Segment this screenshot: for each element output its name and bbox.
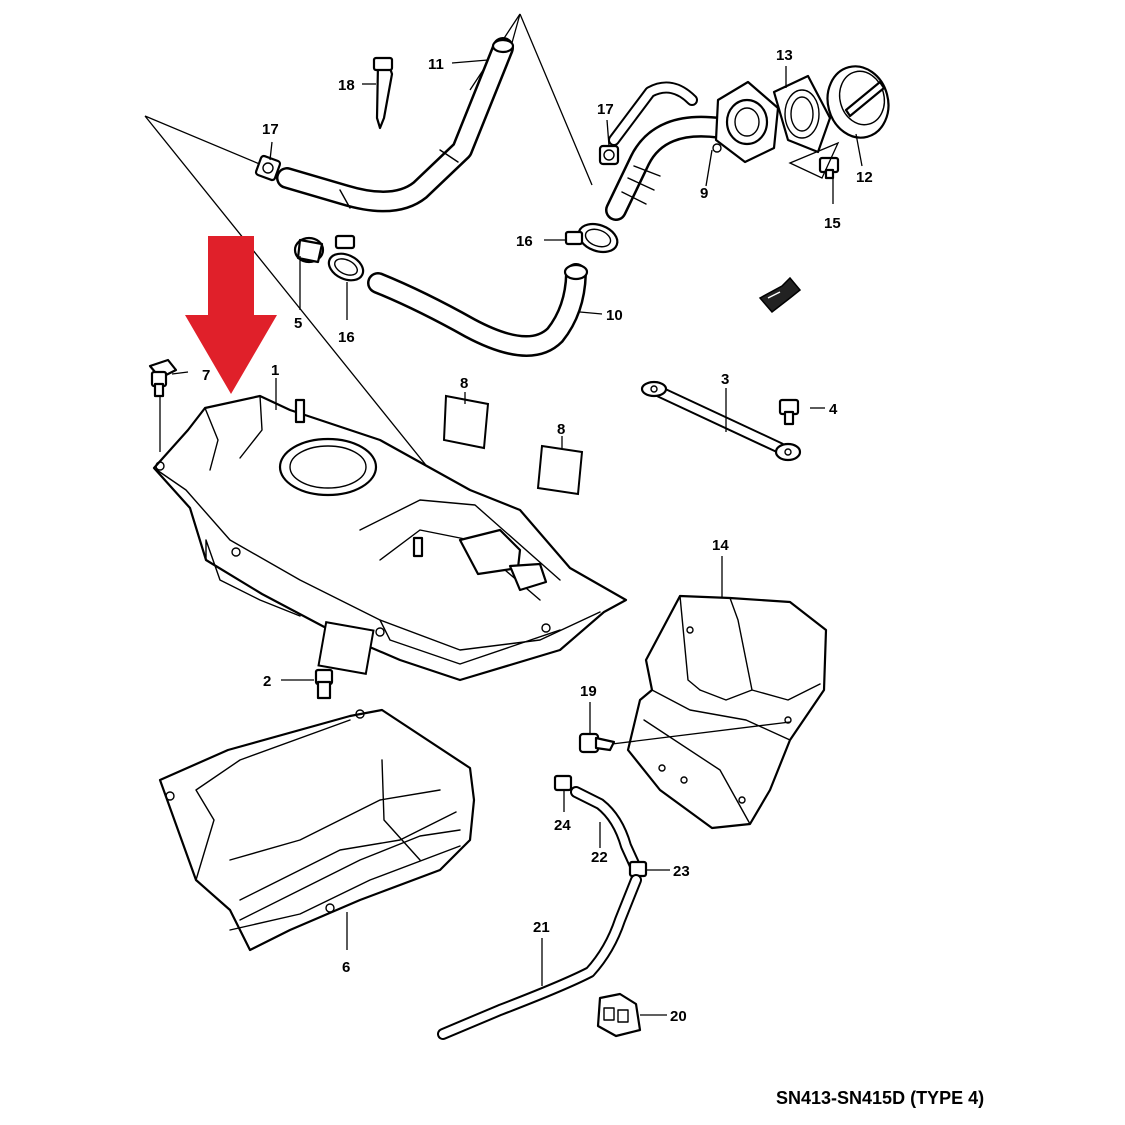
- callout-6: 6: [342, 959, 350, 976]
- callout-12: 12: [856, 169, 873, 186]
- callout-9: 9: [700, 185, 708, 202]
- callout-5: 5: [294, 315, 302, 332]
- diagram-code: SN413-SN415D (TYPE 4): [776, 1088, 984, 1108]
- callout-18: 18: [338, 77, 355, 94]
- hose-clip-18: [372, 56, 394, 130]
- grommet-5: [293, 236, 325, 264]
- gasket-13: [772, 74, 832, 154]
- callout-8-upper: 8: [460, 375, 468, 392]
- inlet-hose-10: [367, 263, 589, 357]
- bolt-19: [578, 721, 791, 754]
- bolt-2: [314, 668, 334, 700]
- callout-10: 10: [606, 307, 623, 324]
- fuel-cap-12: [826, 65, 890, 139]
- hose-clamp-17-upper: [598, 144, 620, 166]
- bolt-7: [148, 358, 178, 452]
- callout-11: 11: [428, 56, 444, 73]
- callout-8-lower: 8: [557, 421, 565, 438]
- hose-clamp-16-upper: [564, 222, 619, 254]
- callout-22: 22: [591, 849, 608, 866]
- callout-2: 2: [263, 673, 271, 690]
- callout-4: 4: [829, 401, 838, 418]
- front-arrow-icon: [758, 276, 802, 314]
- callout-numbers: 1 2 3 4 5 6 7 8 8 9 10 11 12 13 14 15 16…: [202, 47, 873, 1025]
- callout-3: 3: [721, 371, 729, 388]
- callout-1: 1: [271, 362, 279, 379]
- clamp-23: [628, 860, 648, 878]
- callout-23: 23: [673, 863, 690, 880]
- hose-clamp-16-lower: [327, 234, 365, 282]
- vent-hose-22: [570, 786, 642, 874]
- callout-16-upper: 16: [516, 233, 533, 250]
- highlight-arrow: [185, 236, 277, 394]
- callout-24: 24: [554, 817, 571, 834]
- pad-8-upper: [442, 394, 490, 450]
- callout-17-left: 17: [262, 121, 279, 138]
- callout-21: 21: [533, 919, 550, 936]
- callout-16-lower: 16: [338, 329, 355, 346]
- fuel-tank-1: [152, 394, 628, 682]
- valve-20: [596, 992, 642, 1038]
- filler-neck-9: [605, 80, 780, 221]
- heat-shield-14: [626, 594, 828, 830]
- tank-protector-6: [158, 708, 476, 952]
- callout-20: 20: [670, 1008, 687, 1025]
- pad-8-lower: [536, 444, 584, 496]
- leader-lines: [171, 59, 863, 1016]
- callout-7: 7: [202, 367, 210, 384]
- filler-hose-11: [276, 37, 515, 213]
- callout-19: 19: [580, 683, 597, 700]
- ground-strap-3: [640, 380, 802, 462]
- callout-17-right: 17: [597, 101, 614, 118]
- hose-clamp-17: [254, 154, 282, 182]
- bolt-4: [778, 398, 800, 426]
- direction-triangle: [788, 141, 840, 179]
- breather-hose-21: [437, 874, 642, 1040]
- callout-13: 13: [776, 47, 793, 64]
- callout-15: 15: [824, 215, 841, 232]
- clip-24: [553, 774, 573, 792]
- bolt-15: [818, 156, 840, 180]
- callout-14: 14: [712, 537, 729, 554]
